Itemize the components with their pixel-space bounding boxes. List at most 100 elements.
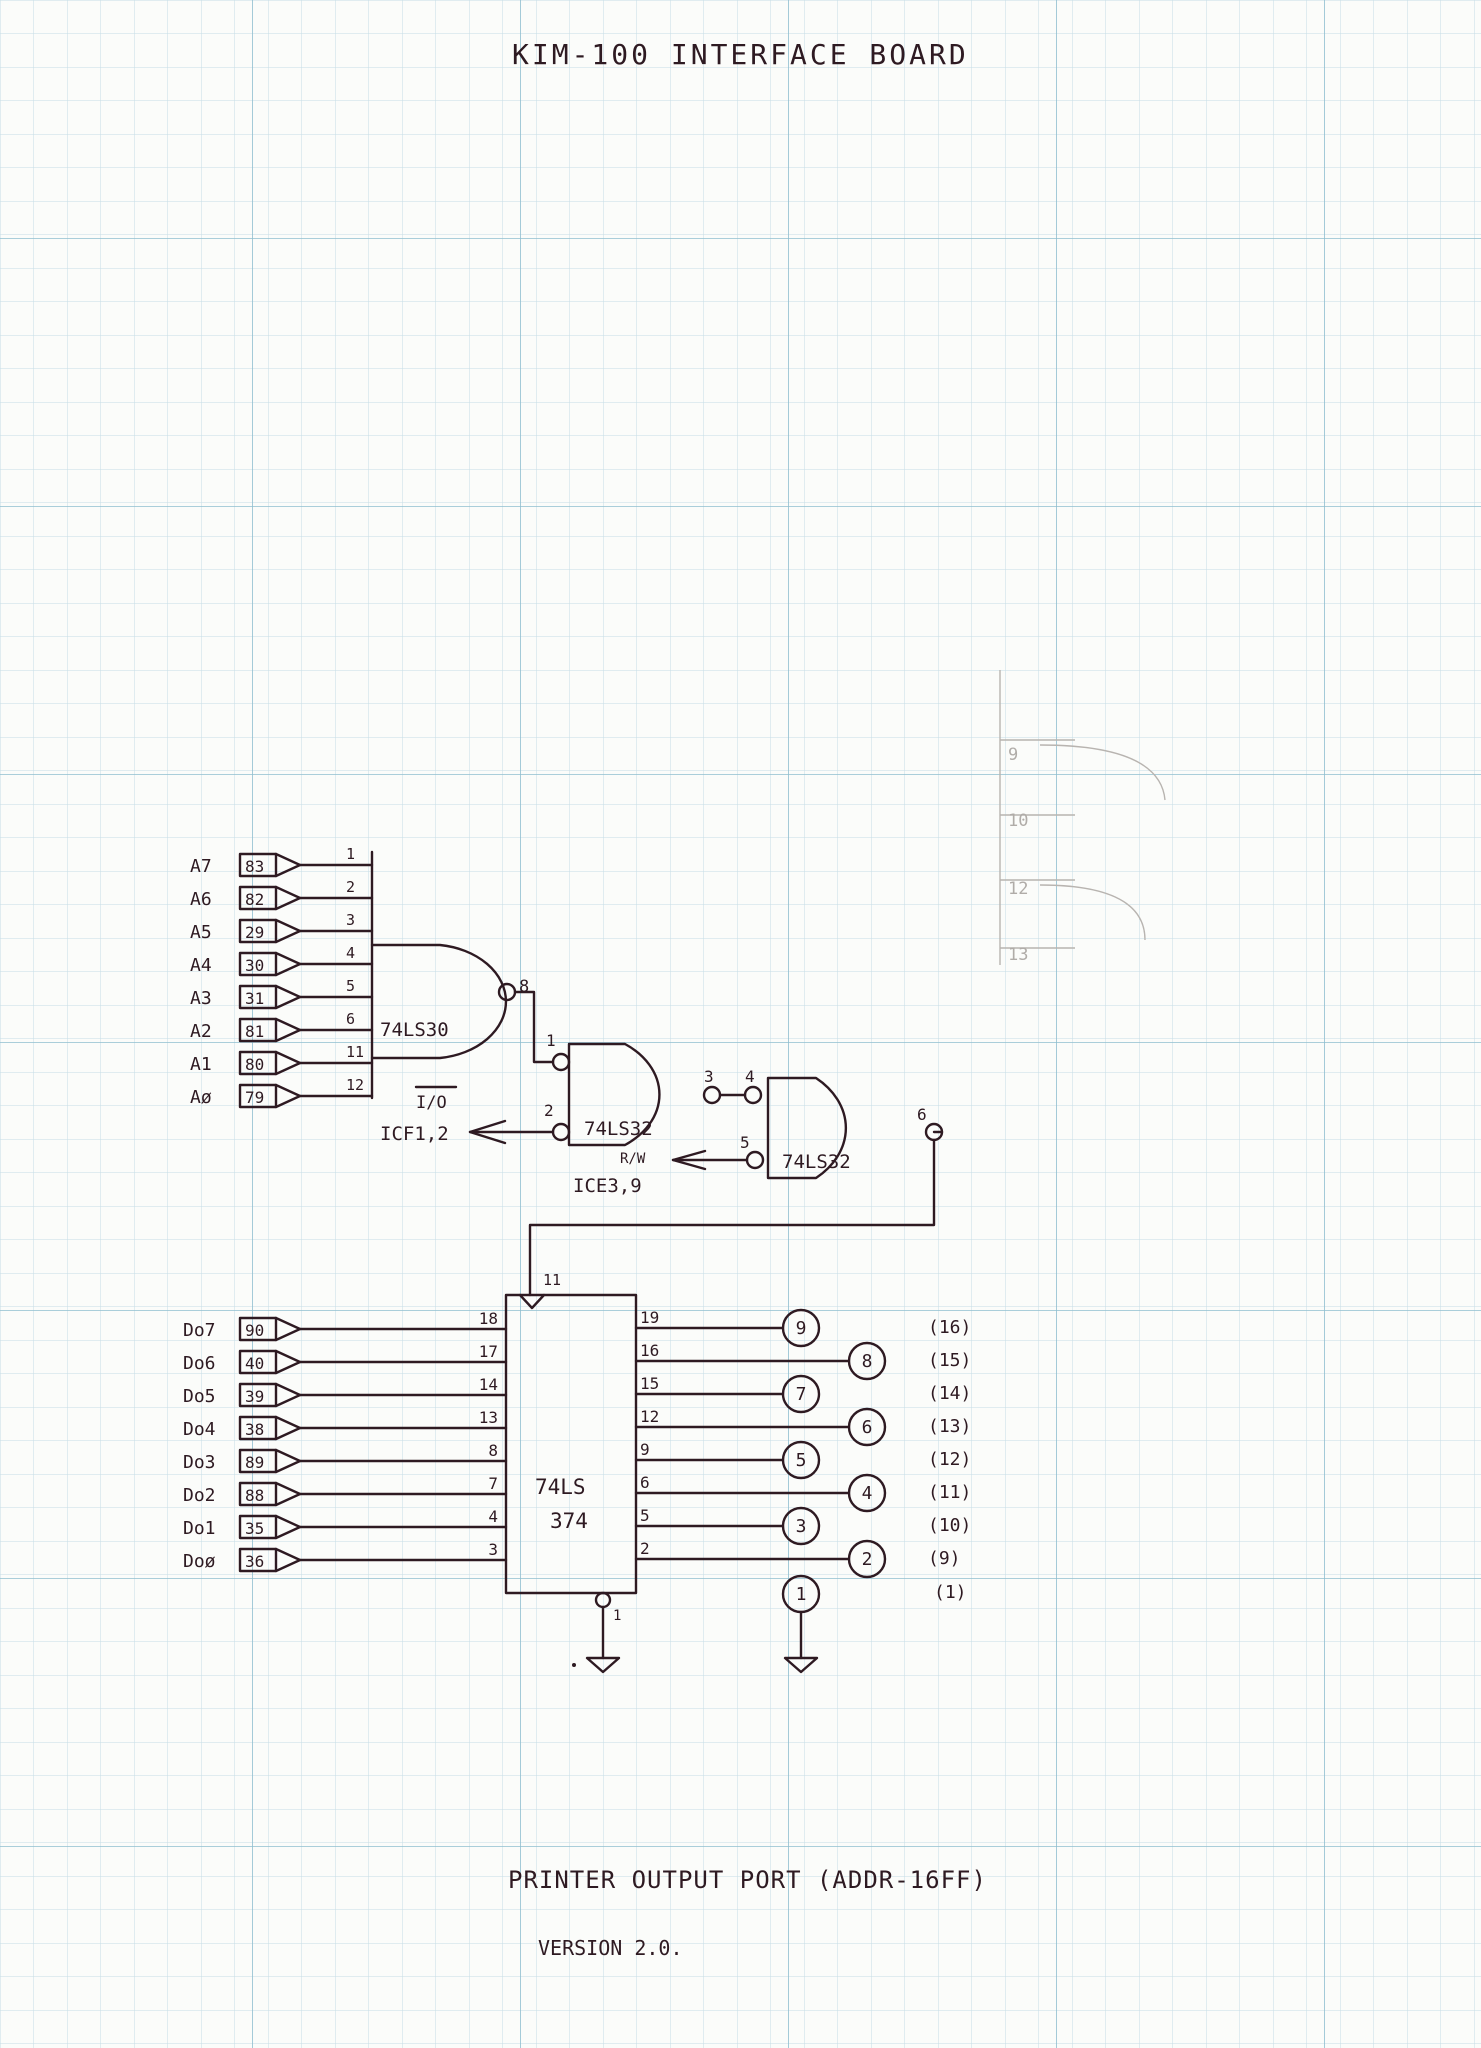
- edge-pin-number: 29: [245, 923, 264, 942]
- faint-pin-label: 12: [1008, 879, 1028, 899]
- edge-connector-pin-box: [238, 1514, 278, 1540]
- edge-connector-pin-box: [238, 885, 278, 911]
- latch-output-pin: 9: [640, 1440, 650, 1459]
- edge-connector-pin-box: [238, 951, 278, 977]
- edge-pin-number: 35: [245, 1519, 264, 1538]
- edge-connector-pin-box: [238, 1017, 278, 1043]
- or2-out-pin: 6: [917, 1105, 927, 1124]
- latch-input-pin: 7: [488, 1474, 498, 1493]
- gate-input-pin: 6: [346, 1010, 355, 1028]
- gate-input-pin: 3: [346, 911, 355, 929]
- ground-connector: 1 (1): [781, 1574, 967, 1674]
- latch-output-pin: 19: [640, 1308, 659, 1327]
- latch-output-pin: 15: [640, 1374, 659, 1393]
- latch-output-pin: 12: [640, 1407, 659, 1426]
- edge-pin-number: 89: [245, 1453, 264, 1472]
- gate-input-pin: 11: [346, 1043, 364, 1061]
- or1-out-pin: 3: [704, 1067, 714, 1086]
- gate-input-pin: 5: [346, 977, 355, 995]
- or2-pin-b: 5: [740, 1133, 750, 1152]
- latch-clk-pin: 11: [543, 1271, 561, 1289]
- edge-pin-number: 82: [245, 890, 264, 909]
- connector-pin-number: 9: [796, 1318, 807, 1339]
- data-signal-label: Do5: [183, 1386, 216, 1407]
- address-signal-label: A6: [190, 889, 212, 910]
- latch-input-pin: 17: [479, 1342, 498, 1361]
- connector-pin-number: 6: [862, 1417, 873, 1438]
- connector-pin-circle: [781, 1506, 821, 1546]
- latch-oe-pin: 1: [613, 1608, 621, 1624]
- connector-pin-circle: [847, 1473, 887, 1513]
- data-signal-label: Do6: [183, 1353, 216, 1374]
- connector-pin-number: 7: [796, 1384, 807, 1405]
- connector-pin-circle: [847, 1341, 887, 1381]
- edge-pin-number: 39: [245, 1387, 264, 1406]
- connector-pin-number: 4: [862, 1483, 873, 1504]
- wire-or2-to-latch-clk: [528, 1130, 944, 1297]
- or2-input-b-arrow: [671, 1149, 707, 1171]
- or2-pin-a: 4: [745, 1067, 755, 1086]
- nand8-out-pin: 8: [519, 977, 529, 997]
- address-signal-label: A1: [190, 1054, 212, 1075]
- address-signal-label: A2: [190, 1021, 212, 1042]
- edge-connector-pin-box: [238, 918, 278, 944]
- latch-input-pin: 3: [488, 1540, 498, 1559]
- edge-pin-number: 81: [245, 1022, 264, 1041]
- faint-pin-label: 13: [1008, 945, 1028, 965]
- rw-signal-label: R/W: [620, 1151, 646, 1167]
- latch-input-pin: 4: [488, 1507, 498, 1526]
- or1-pin-b: 2: [544, 1101, 554, 1120]
- connector-pin-number: 1: [796, 1584, 807, 1605]
- edge-pin-number: 36: [245, 1552, 264, 1571]
- latch-output-pin: 6: [640, 1473, 650, 1492]
- edge-pin-number: 83: [245, 857, 264, 876]
- edge-pin-number: 80: [245, 1055, 264, 1074]
- or2-input-bubble-a: [743, 1085, 763, 1105]
- or1-gate-label: 74LS32: [584, 1118, 653, 1140]
- connector-pin-number: 5: [796, 1450, 807, 1471]
- faint-pin-label: 9: [1008, 745, 1018, 765]
- latch-outputs: 199(16)168(15)157(14)126(13)95(12)64(11)…: [634, 1308, 971, 1579]
- latch-output-pin: 5: [640, 1506, 650, 1525]
- or2-gate-body: [766, 1076, 848, 1180]
- printer-pin-label: (16): [928, 1317, 971, 1338]
- printer-pin-label: (11): [928, 1482, 971, 1503]
- version-label: VERSION 2.0.: [538, 1936, 683, 1960]
- edge-connector-pin-box: [238, 1349, 278, 1375]
- io-signal-label: I/O: [416, 1093, 447, 1113]
- edge-pin-number: 79: [245, 1088, 264, 1107]
- latch-input-pin: 13: [479, 1408, 498, 1427]
- edge-pin-number: 40: [245, 1354, 264, 1373]
- faint-pin-label: 10: [1008, 811, 1028, 831]
- edge-connector-pin-box: [238, 1050, 278, 1076]
- latch-input-pin: 18: [479, 1309, 498, 1328]
- printer-pin-label: (13): [928, 1416, 971, 1437]
- or1-input-b-arrow: [468, 1119, 507, 1145]
- address-signal-label: A5: [190, 922, 212, 943]
- printer-pin-label: (12): [928, 1449, 971, 1470]
- or-gate-1: 74LS32 1 2 3 I/O ICF1,2: [380, 1031, 747, 1147]
- latch-output-pin: 16: [640, 1341, 659, 1360]
- connector-pin-circle: [847, 1539, 887, 1579]
- faint-sketch: 9 10 12 13: [999, 670, 1166, 965]
- edge-connector-pin-box: [238, 1481, 278, 1507]
- data-signal-label: Do2: [183, 1485, 216, 1506]
- ground-symbol: [585, 1656, 621, 1674]
- footer-title: PRINTER OUTPUT PORT (ADDR-16FF): [508, 1866, 987, 1894]
- connector-pin-number: 8: [862, 1351, 873, 1372]
- latch-output-pin: 2: [640, 1539, 650, 1558]
- connector-pin-number: 2: [862, 1549, 873, 1570]
- or2-gate-label: 74LS32: [782, 1151, 851, 1173]
- or1-pin-a: 1: [546, 1031, 556, 1050]
- printer-pin-label: (9): [928, 1548, 961, 1569]
- nand8-gate: 74LS30 8: [370, 943, 555, 1064]
- edge-pin-number: 31: [245, 989, 264, 1008]
- address-signal-label: Aø: [190, 1087, 212, 1108]
- sheet-title: KIM-100 INTERFACE BOARD: [512, 38, 969, 71]
- nand8-gate-body: [370, 943, 508, 1060]
- rw-source-label: ICE3,9: [573, 1175, 642, 1197]
- ground-symbol: [783, 1656, 819, 1674]
